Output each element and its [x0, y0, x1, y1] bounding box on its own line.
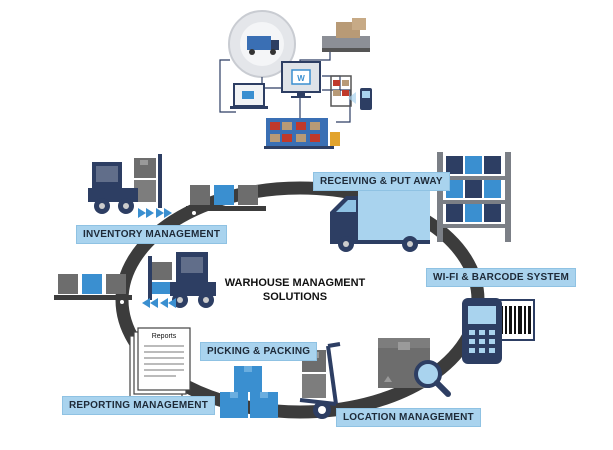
packed-boxes-icon: [220, 366, 278, 418]
monitor-logo: W: [297, 74, 305, 83]
rewind-arrows-icon: [142, 298, 176, 308]
diagram-title: WARHOUSE MANAGMENT SOLUTIONS: [220, 276, 370, 304]
delivery-truck-icon: [330, 188, 430, 252]
delivery-truck-icon: [247, 36, 271, 50]
diagram-title-line-1: WARHOUSE MANAGMENT: [224, 277, 366, 289]
forklift-icon: [88, 154, 162, 214]
magnifier-icon: [414, 360, 451, 397]
small-rack-icon: [330, 75, 352, 107]
network-illustration: W: [219, 10, 372, 149]
fast-forward-arrows-icon: [138, 208, 172, 218]
label-location: LOCATION MANAGEMENT: [336, 408, 481, 427]
reports-document-icon: Reports: [129, 327, 191, 399]
weighing-scale-icon: [322, 36, 370, 50]
conveyor-belt-top: [186, 185, 266, 215]
barcode-scanner-icon: [462, 298, 535, 364]
handheld-scanner-icon: [348, 88, 372, 110]
diagram-title-line-2: SOLUTIONS: [262, 291, 328, 303]
conveyor-belt-left: [54, 274, 132, 304]
mini-warehouse-icon: [264, 118, 340, 149]
label-wifi-barcode: WI-FI & BARCODE SYSTEM: [426, 268, 577, 287]
label-receiving: RECEIVING & PUT AWAY: [313, 172, 450, 191]
label-picking: PICKING & PACKING: [200, 342, 318, 361]
label-inventory: INVENTORY MANAGEMENT: [76, 225, 228, 244]
reports-doc-label: Reports: [152, 333, 177, 340]
forklift-icon: [148, 252, 216, 308]
label-reporting: REPORTING MANAGEMENT: [62, 396, 215, 415]
storage-shelf-icon: [437, 152, 511, 242]
